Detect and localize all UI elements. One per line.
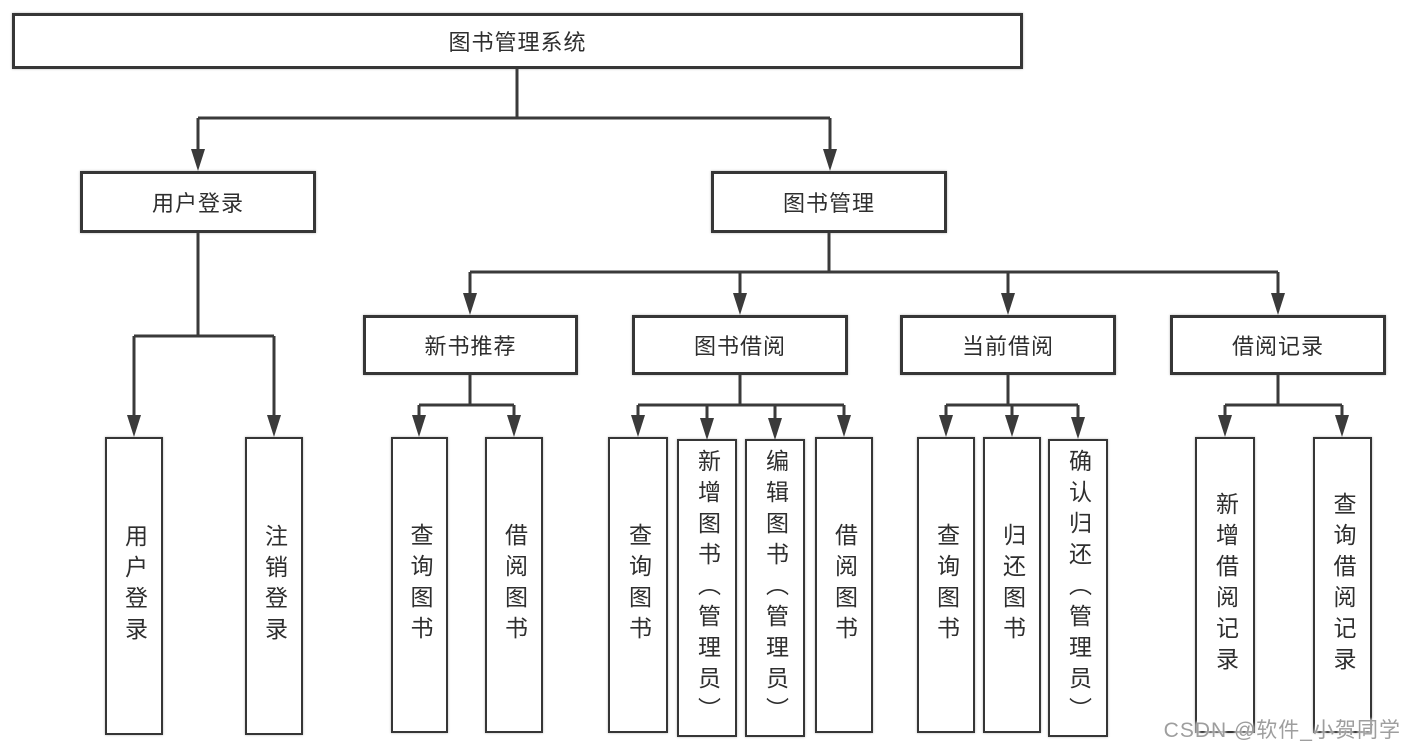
node-borrowing-records: 借阅记录 bbox=[1170, 315, 1386, 375]
node-leaf-query-books-current: 查询图书 bbox=[917, 437, 975, 733]
node-label: 图书管理 bbox=[782, 191, 875, 216]
node-leaf-edit-books-admin: 编辑图书（管理员） bbox=[745, 439, 805, 737]
node-library-management-system: 图书管理系统 bbox=[12, 13, 1023, 69]
node-leaf-borrow-books-recommend: 借阅图书 bbox=[485, 437, 543, 733]
node-label: 图书借阅 bbox=[693, 334, 786, 359]
node-label: 归还图书 bbox=[999, 523, 1026, 647]
node-leaf-borrow-books: 借阅图书 bbox=[815, 437, 873, 733]
node-book-borrowing: 图书借阅 bbox=[632, 315, 848, 375]
node-label: 编辑图书（管理员） bbox=[762, 448, 789, 728]
node-label: 查询图书 bbox=[625, 523, 652, 647]
node-label: 借阅记录 bbox=[1231, 334, 1324, 359]
node-label: 借阅图书 bbox=[831, 523, 858, 647]
node-leaf-query-books-recommend: 查询图书 bbox=[391, 437, 448, 733]
node-current-borrowing: 当前借阅 bbox=[900, 315, 1116, 375]
node-label: 用户登录 bbox=[151, 191, 244, 216]
node-label: 查询借阅记录 bbox=[1330, 492, 1356, 678]
node-leaf-add-books-admin: 新增图书（管理员） bbox=[677, 439, 737, 737]
node-user-login: 用户登录 bbox=[80, 171, 316, 233]
node-label: 注销登录 bbox=[261, 524, 288, 648]
node-leaf-query-borrow-record: 查询借阅记录 bbox=[1313, 437, 1372, 733]
node-label: 确认归还（管理员） bbox=[1065, 448, 1092, 728]
node-leaf-user-login: 用户登录 bbox=[105, 437, 163, 735]
node-leaf-return-books: 归还图书 bbox=[983, 437, 1041, 733]
node-leaf-logout: 注销登录 bbox=[245, 437, 303, 735]
node-label: 新增借阅记录 bbox=[1212, 492, 1239, 678]
node-new-book-recommend: 新书推荐 bbox=[363, 315, 578, 375]
node-label: 查询图书 bbox=[407, 523, 433, 647]
node-label: 查询图书 bbox=[933, 523, 960, 647]
node-book-management: 图书管理 bbox=[711, 171, 947, 233]
node-label: 当前借阅 bbox=[961, 334, 1054, 359]
csdn-watermark: CSDN @软件_小贺同学 bbox=[1163, 719, 1401, 742]
node-label: 用户登录 bbox=[121, 524, 148, 648]
node-leaf-query-books-borrow: 查询图书 bbox=[608, 437, 668, 733]
node-leaf-add-borrow-record: 新增借阅记录 bbox=[1195, 437, 1255, 733]
node-label: 借阅图书 bbox=[501, 523, 528, 647]
node-leaf-confirm-return-admin: 确认归还（管理员） bbox=[1048, 439, 1108, 737]
node-label: 新书推荐 bbox=[424, 334, 517, 359]
node-label: 图书管理系统 bbox=[448, 30, 587, 55]
node-label: 新增图书（管理员） bbox=[694, 448, 721, 728]
